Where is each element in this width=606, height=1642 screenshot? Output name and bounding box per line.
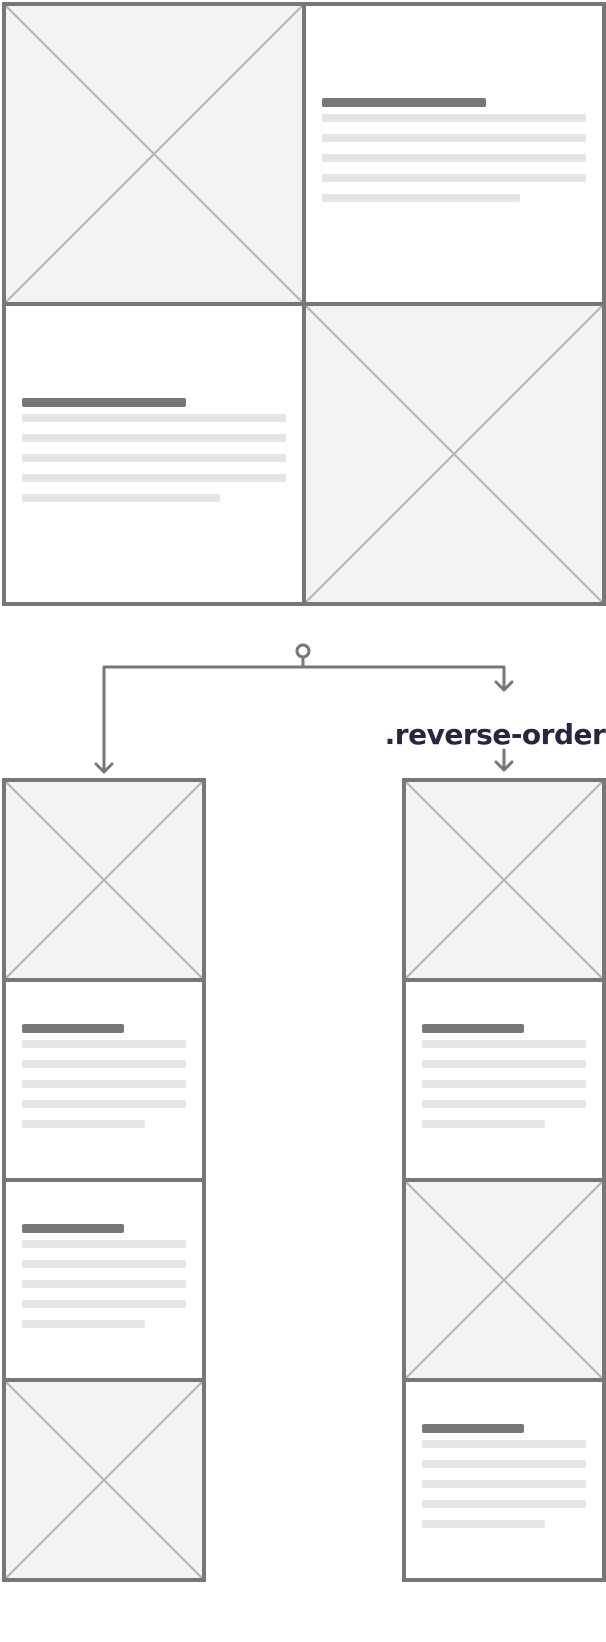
source-grid xyxy=(2,2,606,606)
image-placeholder-cell xyxy=(3,3,305,305)
text-line xyxy=(22,494,220,502)
heading-bar xyxy=(322,98,486,107)
frame-border xyxy=(2,2,606,606)
arrow-down-icon xyxy=(94,762,114,774)
image-placeholder-icon xyxy=(3,3,305,305)
image-placeholder-icon xyxy=(403,779,605,981)
image-placeholder-cell xyxy=(3,779,205,981)
text-card xyxy=(4,304,304,604)
image-placeholder-icon xyxy=(3,1379,205,1581)
text-line xyxy=(322,114,586,122)
text-line xyxy=(22,1120,145,1128)
image-placeholder-cell xyxy=(403,1179,605,1381)
text-line xyxy=(322,154,586,162)
text-line xyxy=(322,174,586,182)
image-placeholder-cell xyxy=(403,779,605,981)
cross-line xyxy=(3,779,205,981)
text-line xyxy=(422,1440,586,1448)
text-line xyxy=(422,1520,545,1528)
image-placeholder-cell xyxy=(3,1379,205,1581)
heading-bar xyxy=(22,1024,124,1033)
connector-path xyxy=(102,665,506,774)
heading-bar xyxy=(422,1424,524,1433)
default-stack xyxy=(2,778,206,1582)
arrow-down-icon xyxy=(494,760,514,772)
image-placeholder-icon xyxy=(3,779,205,981)
text-line xyxy=(422,1120,545,1128)
text-line xyxy=(22,1240,186,1248)
reverse-order-stack xyxy=(402,778,606,1582)
split-node-icon xyxy=(295,643,311,659)
cross-line xyxy=(403,779,605,981)
cross-line xyxy=(303,303,605,605)
arrow-down-icon xyxy=(494,680,514,692)
heading-bar xyxy=(22,398,186,407)
text-line xyxy=(22,1060,186,1068)
text-line xyxy=(322,194,520,202)
text-line xyxy=(422,1460,586,1468)
text-card xyxy=(4,1180,204,1380)
image-placeholder-icon xyxy=(403,1179,605,1381)
text-card xyxy=(404,980,604,1180)
image-placeholder-cell xyxy=(303,303,605,605)
cross-line xyxy=(403,1179,605,1381)
frame-border xyxy=(402,778,606,1582)
text-line xyxy=(22,434,286,442)
text-line xyxy=(22,1080,186,1088)
heading-bar xyxy=(22,1224,124,1233)
reverse-order-label: .reverse-order xyxy=(385,718,606,751)
cross-line xyxy=(3,1379,205,1581)
text-line xyxy=(422,1480,586,1488)
text-line xyxy=(22,474,286,482)
text-line xyxy=(22,1300,186,1308)
text-line xyxy=(22,1320,145,1328)
text-line xyxy=(22,1260,186,1268)
text-line xyxy=(322,134,586,142)
text-line xyxy=(22,414,286,422)
text-line xyxy=(22,1100,186,1108)
text-line xyxy=(422,1060,586,1068)
text-line xyxy=(22,454,286,462)
text-line xyxy=(22,1040,186,1048)
text-card xyxy=(404,1380,604,1580)
text-line xyxy=(422,1100,586,1108)
cross-line xyxy=(3,3,305,305)
text-line xyxy=(22,1280,186,1288)
split-connector xyxy=(94,643,514,774)
text-card xyxy=(4,980,204,1180)
text-line xyxy=(422,1080,586,1088)
text-card xyxy=(304,4,604,304)
heading-bar xyxy=(422,1024,524,1033)
image-placeholder-icon xyxy=(303,303,605,605)
text-line xyxy=(422,1040,586,1048)
frame-border xyxy=(2,778,206,1582)
text-line xyxy=(422,1500,586,1508)
